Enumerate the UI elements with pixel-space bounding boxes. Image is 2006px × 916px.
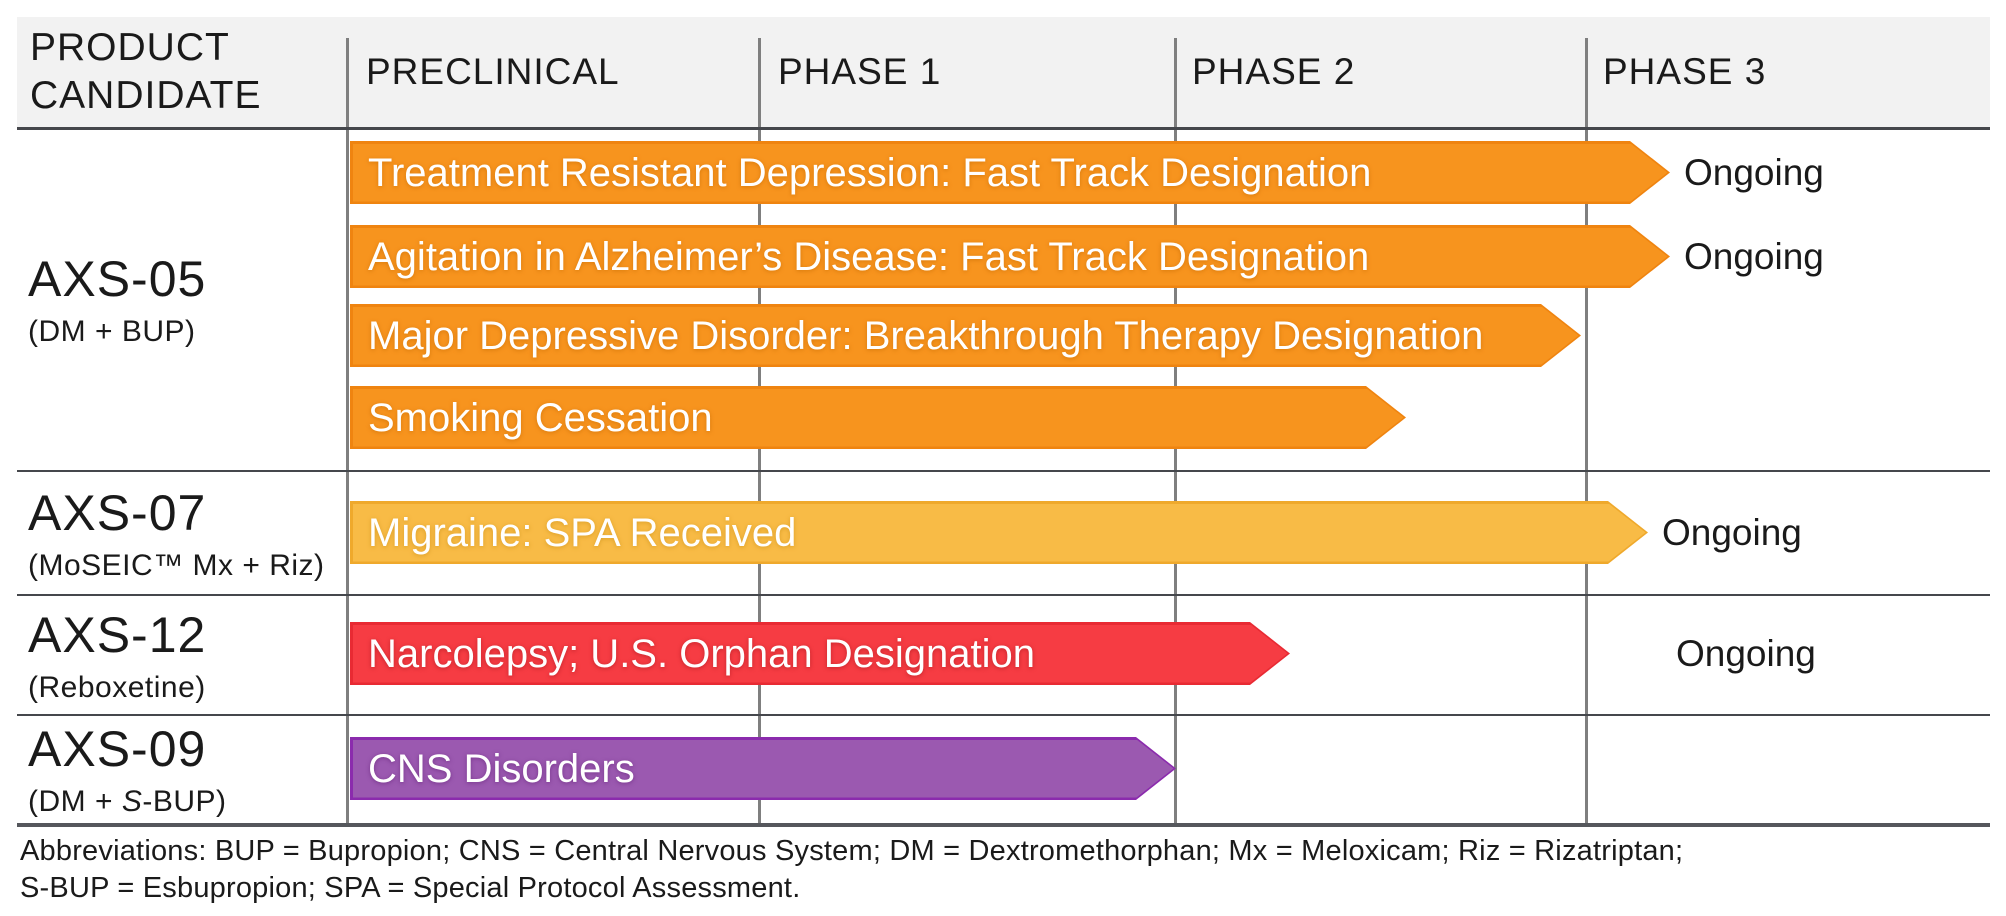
abbreviations-line2: S-BUP = Esbupropion; SPA = Special Proto…: [20, 872, 801, 904]
composition-suffix: -BUP): [142, 785, 227, 818]
bar-label: Migraine: SPA Received: [368, 511, 797, 555]
product-name: AXS-05: [28, 250, 207, 307]
bar-label: Agitation in Alzheimer’s Disease: Fast T…: [368, 235, 1370, 279]
product-composition: (DM + S-BUP): [28, 785, 340, 819]
column-header-product-candidate-line1: PRODUCT: [30, 26, 230, 69]
pipeline-bar-migraine: Migraine: SPA Received: [350, 501, 1648, 564]
bar-arrow-fill: [353, 307, 1579, 365]
product-name: AXS-07: [28, 484, 207, 541]
header-bottom-border: [17, 127, 1990, 130]
bar-label: CNS Disorders: [368, 747, 635, 791]
product-composition: (MoSEIC™ Mx + Riz): [28, 548, 325, 582]
bar-arrow-fill: [353, 625, 1288, 683]
table-header: [17, 17, 1990, 127]
bar-label: Major Depressive Disorder: Breakthrough …: [368, 314, 1484, 358]
bar-label: Treatment Resistant Depression: Fast Tra…: [368, 151, 1372, 195]
column-header-product-candidate-line2: CANDIDATE: [30, 74, 262, 117]
product-label-axs-12: AXS-12 (Reboxetine): [28, 596, 340, 714]
grid-line-vertical-1: [346, 38, 349, 827]
row-separator-3: [17, 714, 1990, 716]
pipeline-bar-cns-disorders: CNS Disorders: [350, 737, 1176, 800]
pipeline-bar-agitation-alzheimers: Agitation in Alzheimer’s Disease: Fast T…: [350, 225, 1670, 288]
grid-line-vertical-4: [1585, 38, 1588, 827]
pipeline-bar-major-depressive-disorder: Major Depressive Disorder: Breakthrough …: [350, 304, 1581, 367]
product-label-axs-05: AXS-05 (DM + BUP): [28, 128, 340, 470]
table-bottom-border: [17, 823, 1990, 827]
bar-label: Smoking Cessation: [368, 396, 713, 440]
status-ongoing-narcolepsy: Ongoing: [1676, 633, 1816, 674]
product-label-axs-07: AXS-07 (MoSEIC™ Mx + Riz): [28, 472, 340, 594]
composition-prefix: (DM +: [28, 785, 122, 818]
bar-arrow-fill: [353, 228, 1668, 286]
product-label-axs-09: AXS-09 (DM + S-BUP): [28, 716, 340, 823]
row-separator-2: [17, 594, 1990, 596]
abbreviations-line1: Abbreviations: BUP = Bupropion; CNS = Ce…: [20, 835, 1684, 867]
bar-arrow-fill: [353, 389, 1404, 447]
status-ongoing-trd: Ongoing: [1684, 152, 1824, 193]
column-header-preclinical: PRECLINICAL: [366, 51, 620, 92]
column-header-phase-1: PHASE 1: [778, 51, 942, 92]
status-ongoing-migraine: Ongoing: [1662, 512, 1802, 553]
product-composition: (Reboxetine): [28, 670, 206, 704]
bar-label: Narcolepsy; U.S. Orphan Designation: [368, 632, 1035, 676]
column-header-phase-3: PHASE 3: [1603, 51, 1767, 92]
composition-italic-s: S: [121, 785, 143, 818]
bar-arrow-fill: [353, 740, 1174, 798]
product-composition: (DM + BUP): [28, 314, 196, 348]
bar-arrow-fill: [353, 144, 1668, 202]
pipeline-bar-smoking-cessation: Smoking Cessation: [350, 386, 1406, 449]
product-name: AXS-09: [28, 721, 207, 777]
pipeline-bar-narcolepsy: Narcolepsy; U.S. Orphan Designation: [350, 622, 1290, 685]
pipeline-bar-treatment-resistant-depression: Treatment Resistant Depression: Fast Tra…: [350, 141, 1670, 204]
column-header-phase-2: PHASE 2: [1192, 51, 1356, 92]
row-separator-1: [17, 470, 1990, 472]
abbreviations-note: Abbreviations: BUP = Bupropion; CNS = Ce…: [20, 833, 1683, 907]
product-name: AXS-12: [28, 606, 207, 663]
column-header-product-candidate: PRODUCT CANDIDATE: [30, 17, 261, 127]
status-ongoing-agitation: Ongoing: [1684, 236, 1824, 277]
bar-arrow-fill: [353, 504, 1646, 562]
